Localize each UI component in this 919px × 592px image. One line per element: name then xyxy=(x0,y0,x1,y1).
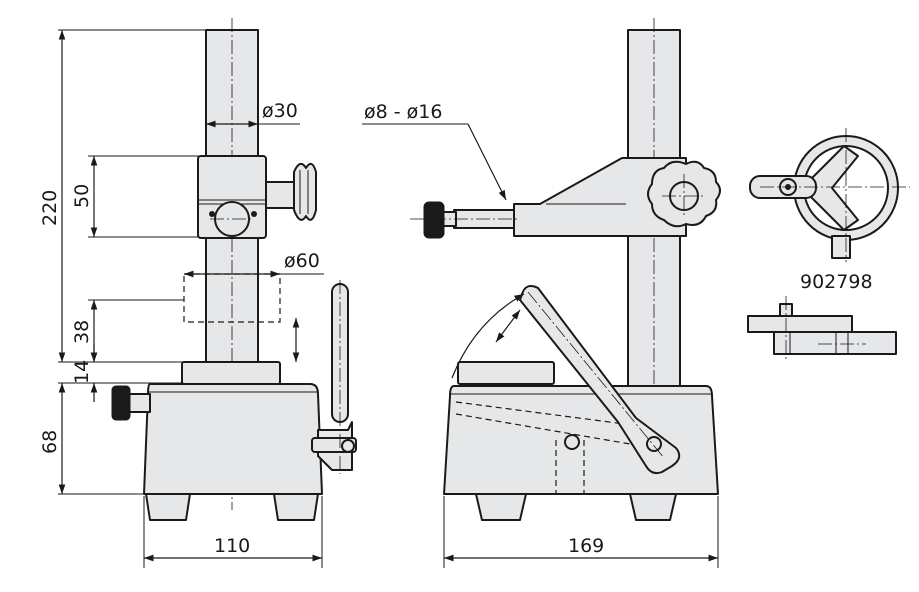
front-clamp-knob xyxy=(293,162,317,221)
front-base-knob xyxy=(111,385,131,421)
column-diameter-label: ø30 xyxy=(262,100,298,122)
height-total-label: 220 xyxy=(39,190,61,226)
front-base xyxy=(143,383,323,495)
side-view: ø8 - ø16 169 xyxy=(362,18,721,568)
height-table-label: 14 xyxy=(71,360,93,384)
front-foot-right xyxy=(273,493,319,521)
front-foot-left xyxy=(145,493,191,521)
table-diameter-label: ø60 xyxy=(284,250,320,272)
front-anvil-table xyxy=(181,361,281,385)
base-length-label: 169 xyxy=(568,535,604,557)
side-anvil-table xyxy=(457,361,555,385)
height-base-label: 68 xyxy=(39,430,61,454)
side-foot-left xyxy=(475,493,527,521)
holder-detail: 902798 xyxy=(747,128,910,360)
height-spacer-label: 38 xyxy=(71,320,93,344)
side-foot-right xyxy=(629,493,677,521)
height-bracket-label: 50 xyxy=(71,184,93,208)
front-view: ø30 ø60 xyxy=(39,18,357,568)
holder-side-elevation xyxy=(747,315,853,333)
base-width-label: 110 xyxy=(214,535,250,557)
part-number-label: 902798 xyxy=(800,271,873,293)
side-stem-knob xyxy=(423,201,445,239)
side-base xyxy=(443,385,719,495)
holder-bore-label: ø8 - ø16 xyxy=(364,101,442,123)
